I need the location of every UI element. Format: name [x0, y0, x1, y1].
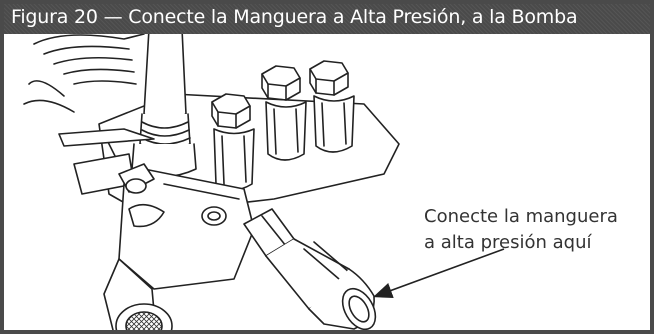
callout-label: Conecte la manguera a alta presión aquí: [424, 204, 644, 256]
pump-illustration: [23, 34, 505, 330]
valve-cap: [309, 60, 355, 153]
callout-line: Conecte la manguera: [424, 206, 618, 227]
manifold: [118, 168, 255, 290]
callout-line: a alta presión aquí: [424, 232, 592, 253]
plug: [118, 163, 155, 194]
unloader-rod: [131, 34, 197, 178]
lever: [58, 128, 155, 195]
figure-title-bar: Figura 20 — Conecte la Manguera a Alta P…: [4, 4, 650, 34]
hose-fitting: [243, 208, 377, 330]
figure-title: Figura 20 — Conecte la Manguera a Alta P…: [11, 6, 578, 28]
inlet-nut: [103, 258, 173, 330]
valve-cap: [261, 65, 307, 161]
callout-arrow: [372, 248, 505, 298]
